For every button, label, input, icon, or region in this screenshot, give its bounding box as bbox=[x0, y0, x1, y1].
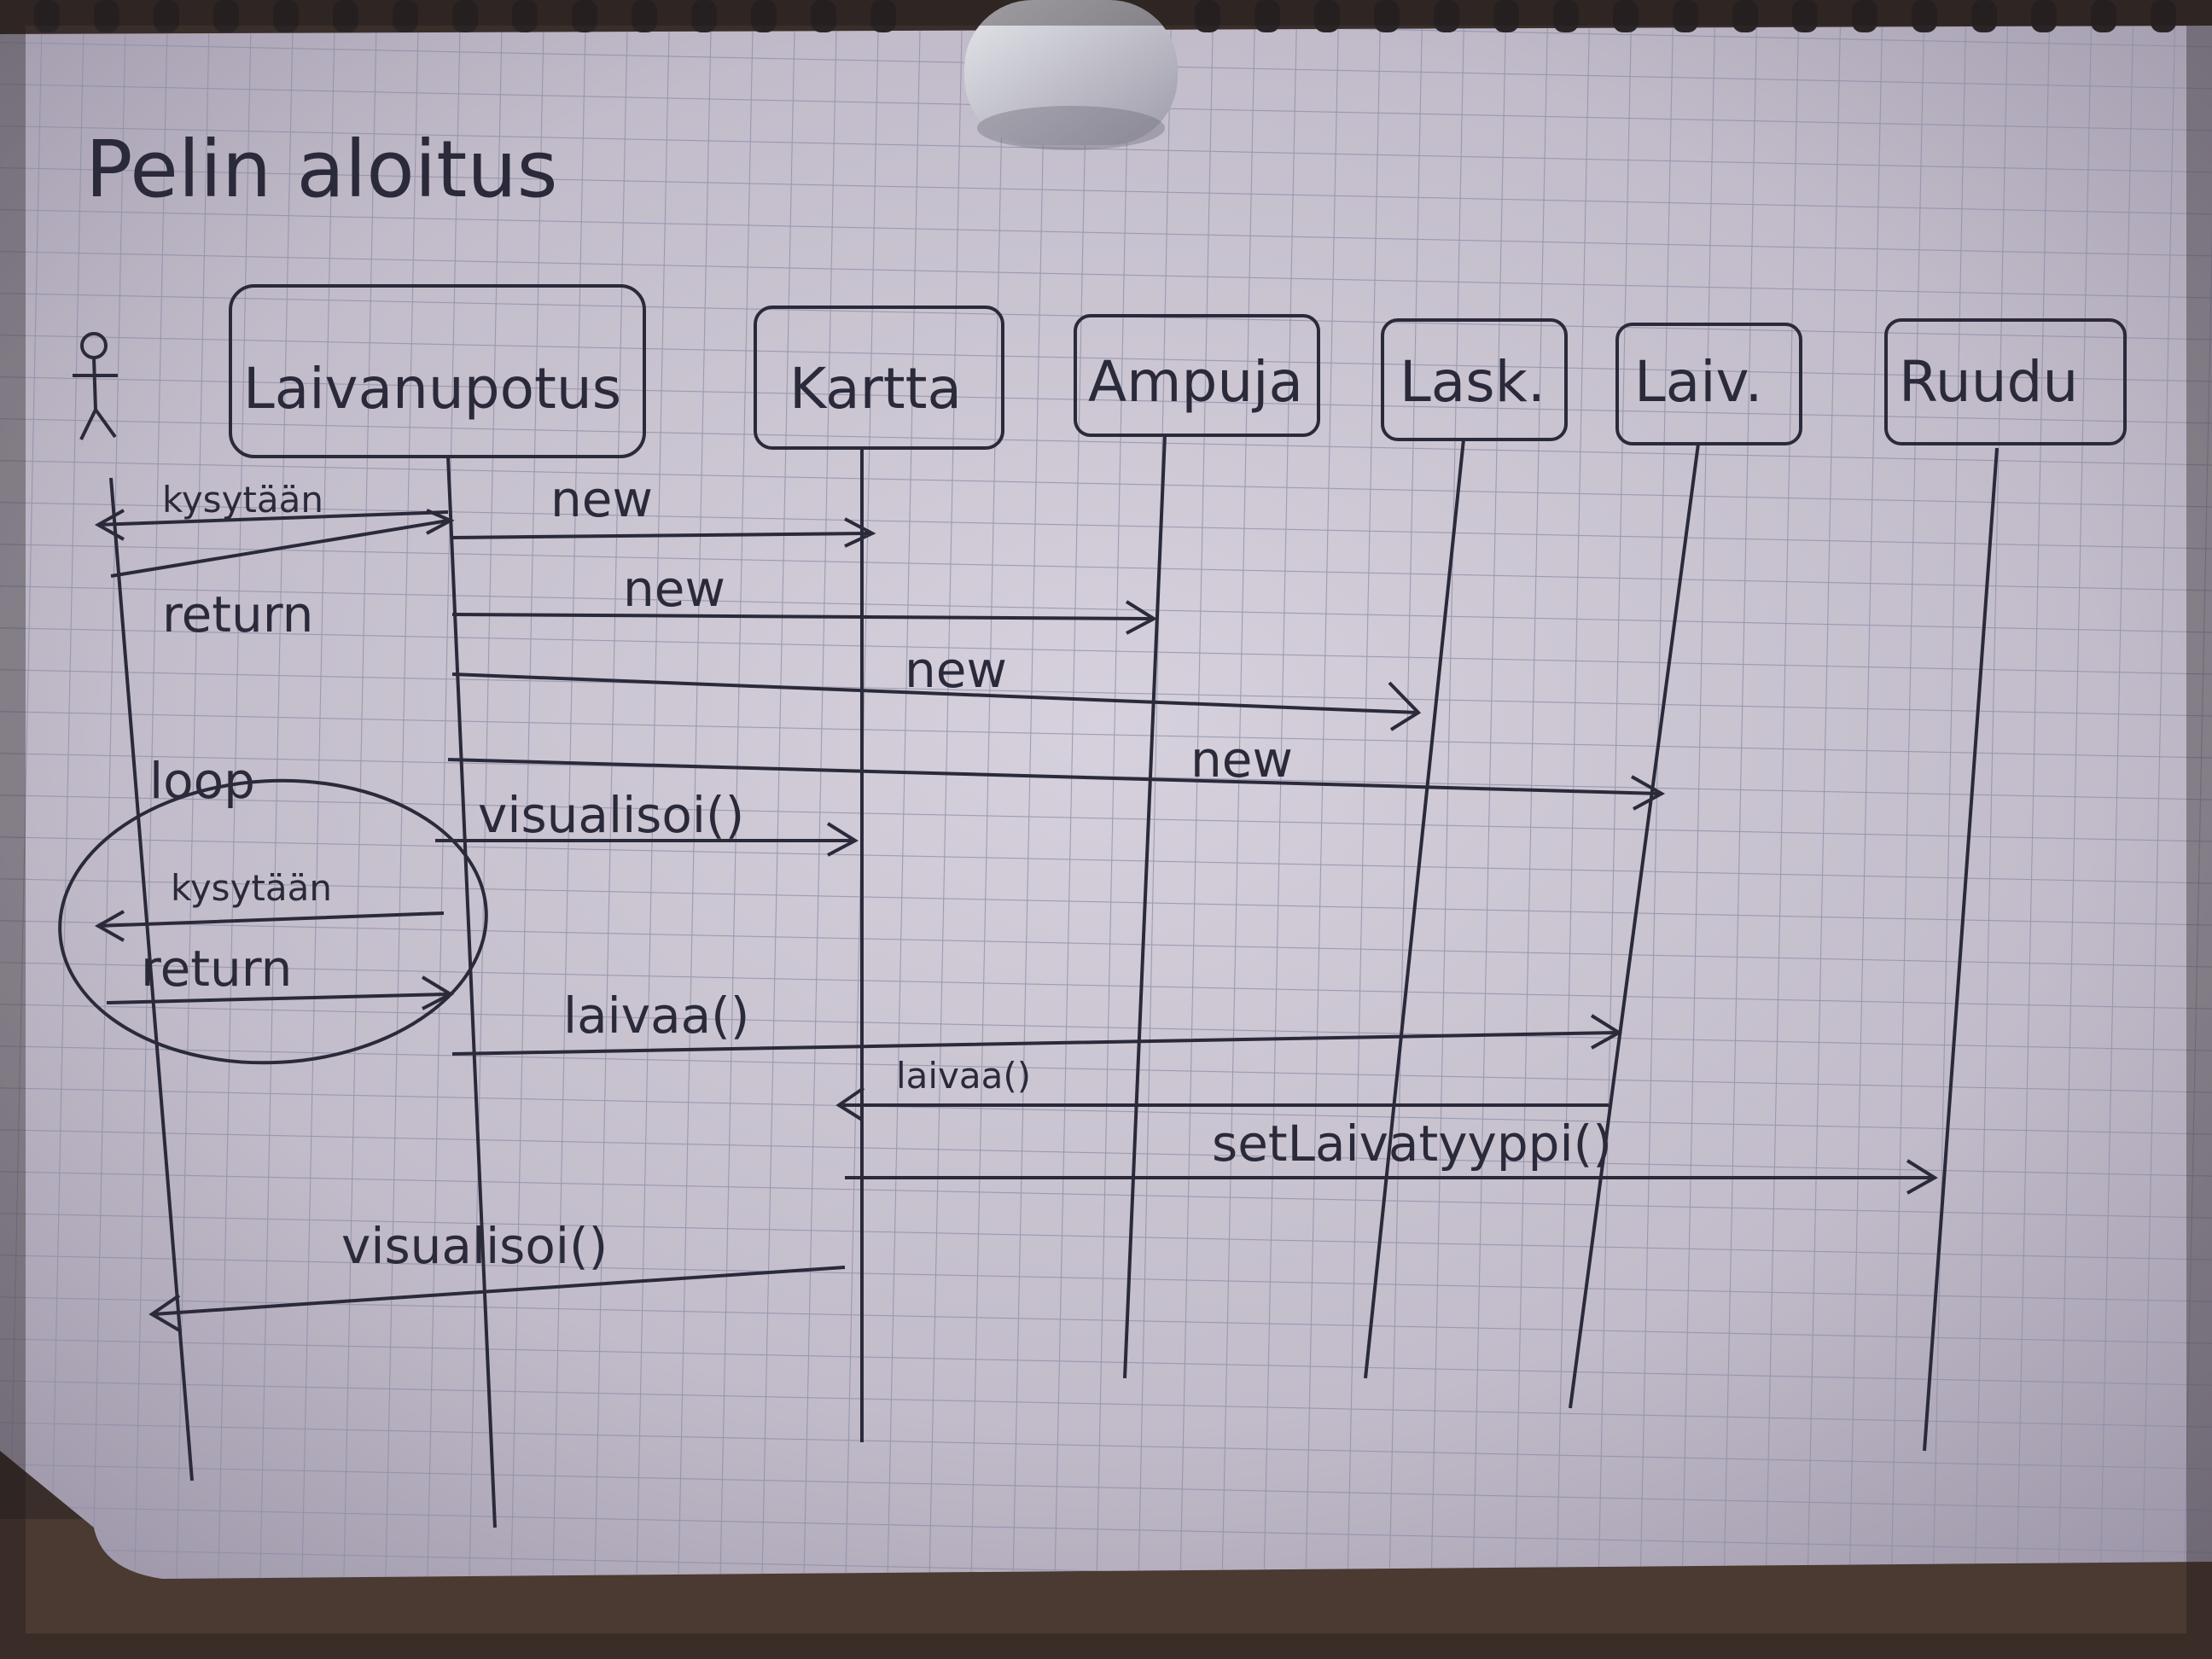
lifeline-box-kartta bbox=[754, 306, 1004, 450]
lifeline-laivanupotus bbox=[446, 456, 497, 1528]
message-arrow-laivaa-2 bbox=[835, 1086, 1609, 1121]
lifeline-laiv bbox=[1569, 443, 1700, 1409]
message-arrow-new-2 bbox=[451, 600, 1157, 635]
message-arrow-visualisoi-2 bbox=[148, 1266, 846, 1333]
message-label-return-1: return bbox=[162, 585, 313, 643]
message-label-kysytaan-1: kysytään bbox=[162, 479, 323, 521]
lifeline-box-laivanupotus bbox=[229, 284, 646, 458]
message-arrow-new-4 bbox=[447, 758, 1666, 811]
message-arrow-kysytaan-1 bbox=[94, 509, 449, 541]
message-label-new-1: new bbox=[550, 470, 653, 528]
lifeline-lask bbox=[1364, 439, 1465, 1379]
message-label-return-2: return bbox=[141, 940, 292, 998]
lifeline-box-ruudu bbox=[1884, 318, 2127, 445]
lifeline-box-lask bbox=[1381, 318, 1568, 441]
loop-label: loop bbox=[149, 752, 255, 810]
lifeline-label-ampuja: Ampuja bbox=[1088, 349, 1303, 415]
magnet bbox=[964, 0, 1178, 150]
message-label-new-3: new bbox=[905, 641, 1007, 699]
lifeline-label-kartta: Kartta bbox=[789, 356, 962, 422]
spiral-holes bbox=[34, 0, 2176, 32]
message-arrow-return-1 bbox=[110, 509, 455, 578]
lifeline-label-laivanupotus: Laivanupotus bbox=[243, 356, 621, 422]
lifeline-box-laiv bbox=[1615, 323, 1802, 445]
stick-figure-actor-icon bbox=[73, 332, 118, 440]
message-label-new-2: new bbox=[623, 560, 725, 618]
message-label-visualisoi-1: visualisoi() bbox=[478, 786, 744, 844]
message-arrow-laivaa-1 bbox=[451, 1014, 1622, 1056]
lifeline-label-ruudu: Ruudu bbox=[1899, 349, 2078, 415]
message-arrow-new-3 bbox=[451, 672, 1422, 731]
message-label-laivaa-1: laivaa() bbox=[563, 987, 749, 1045]
message-label-visualisoi-2: visualisoi() bbox=[341, 1217, 608, 1275]
loop-frame bbox=[58, 778, 488, 1065]
diagram-title: Pelin aloitus bbox=[85, 124, 558, 215]
lifeline-box-ampuja bbox=[1074, 314, 1320, 437]
message-arrow-setlaivatyyppi bbox=[845, 1159, 1938, 1195]
message-arrow-kysytaan-2 bbox=[94, 910, 445, 942]
paper-sheet bbox=[0, 26, 2212, 1579]
message-label-kysytaan-2: kysytään bbox=[171, 867, 332, 909]
message-label-new-4: new bbox=[1190, 731, 1293, 789]
lifeline-ruudu bbox=[1923, 447, 1999, 1452]
message-label-laivaa-2: laivaa() bbox=[896, 1055, 1031, 1097]
message-arrow-visualisoi-1 bbox=[435, 822, 859, 857]
message-label-setlaivatyyppi: setLaivatyyppi() bbox=[1212, 1115, 1612, 1173]
lifeline-ampuja bbox=[1123, 434, 1167, 1379]
message-arrow-new-1 bbox=[451, 517, 876, 548]
lifeline-label-laiv: Laiv. bbox=[1634, 349, 1762, 415]
lifeline-label-lask: Lask. bbox=[1400, 349, 1545, 415]
